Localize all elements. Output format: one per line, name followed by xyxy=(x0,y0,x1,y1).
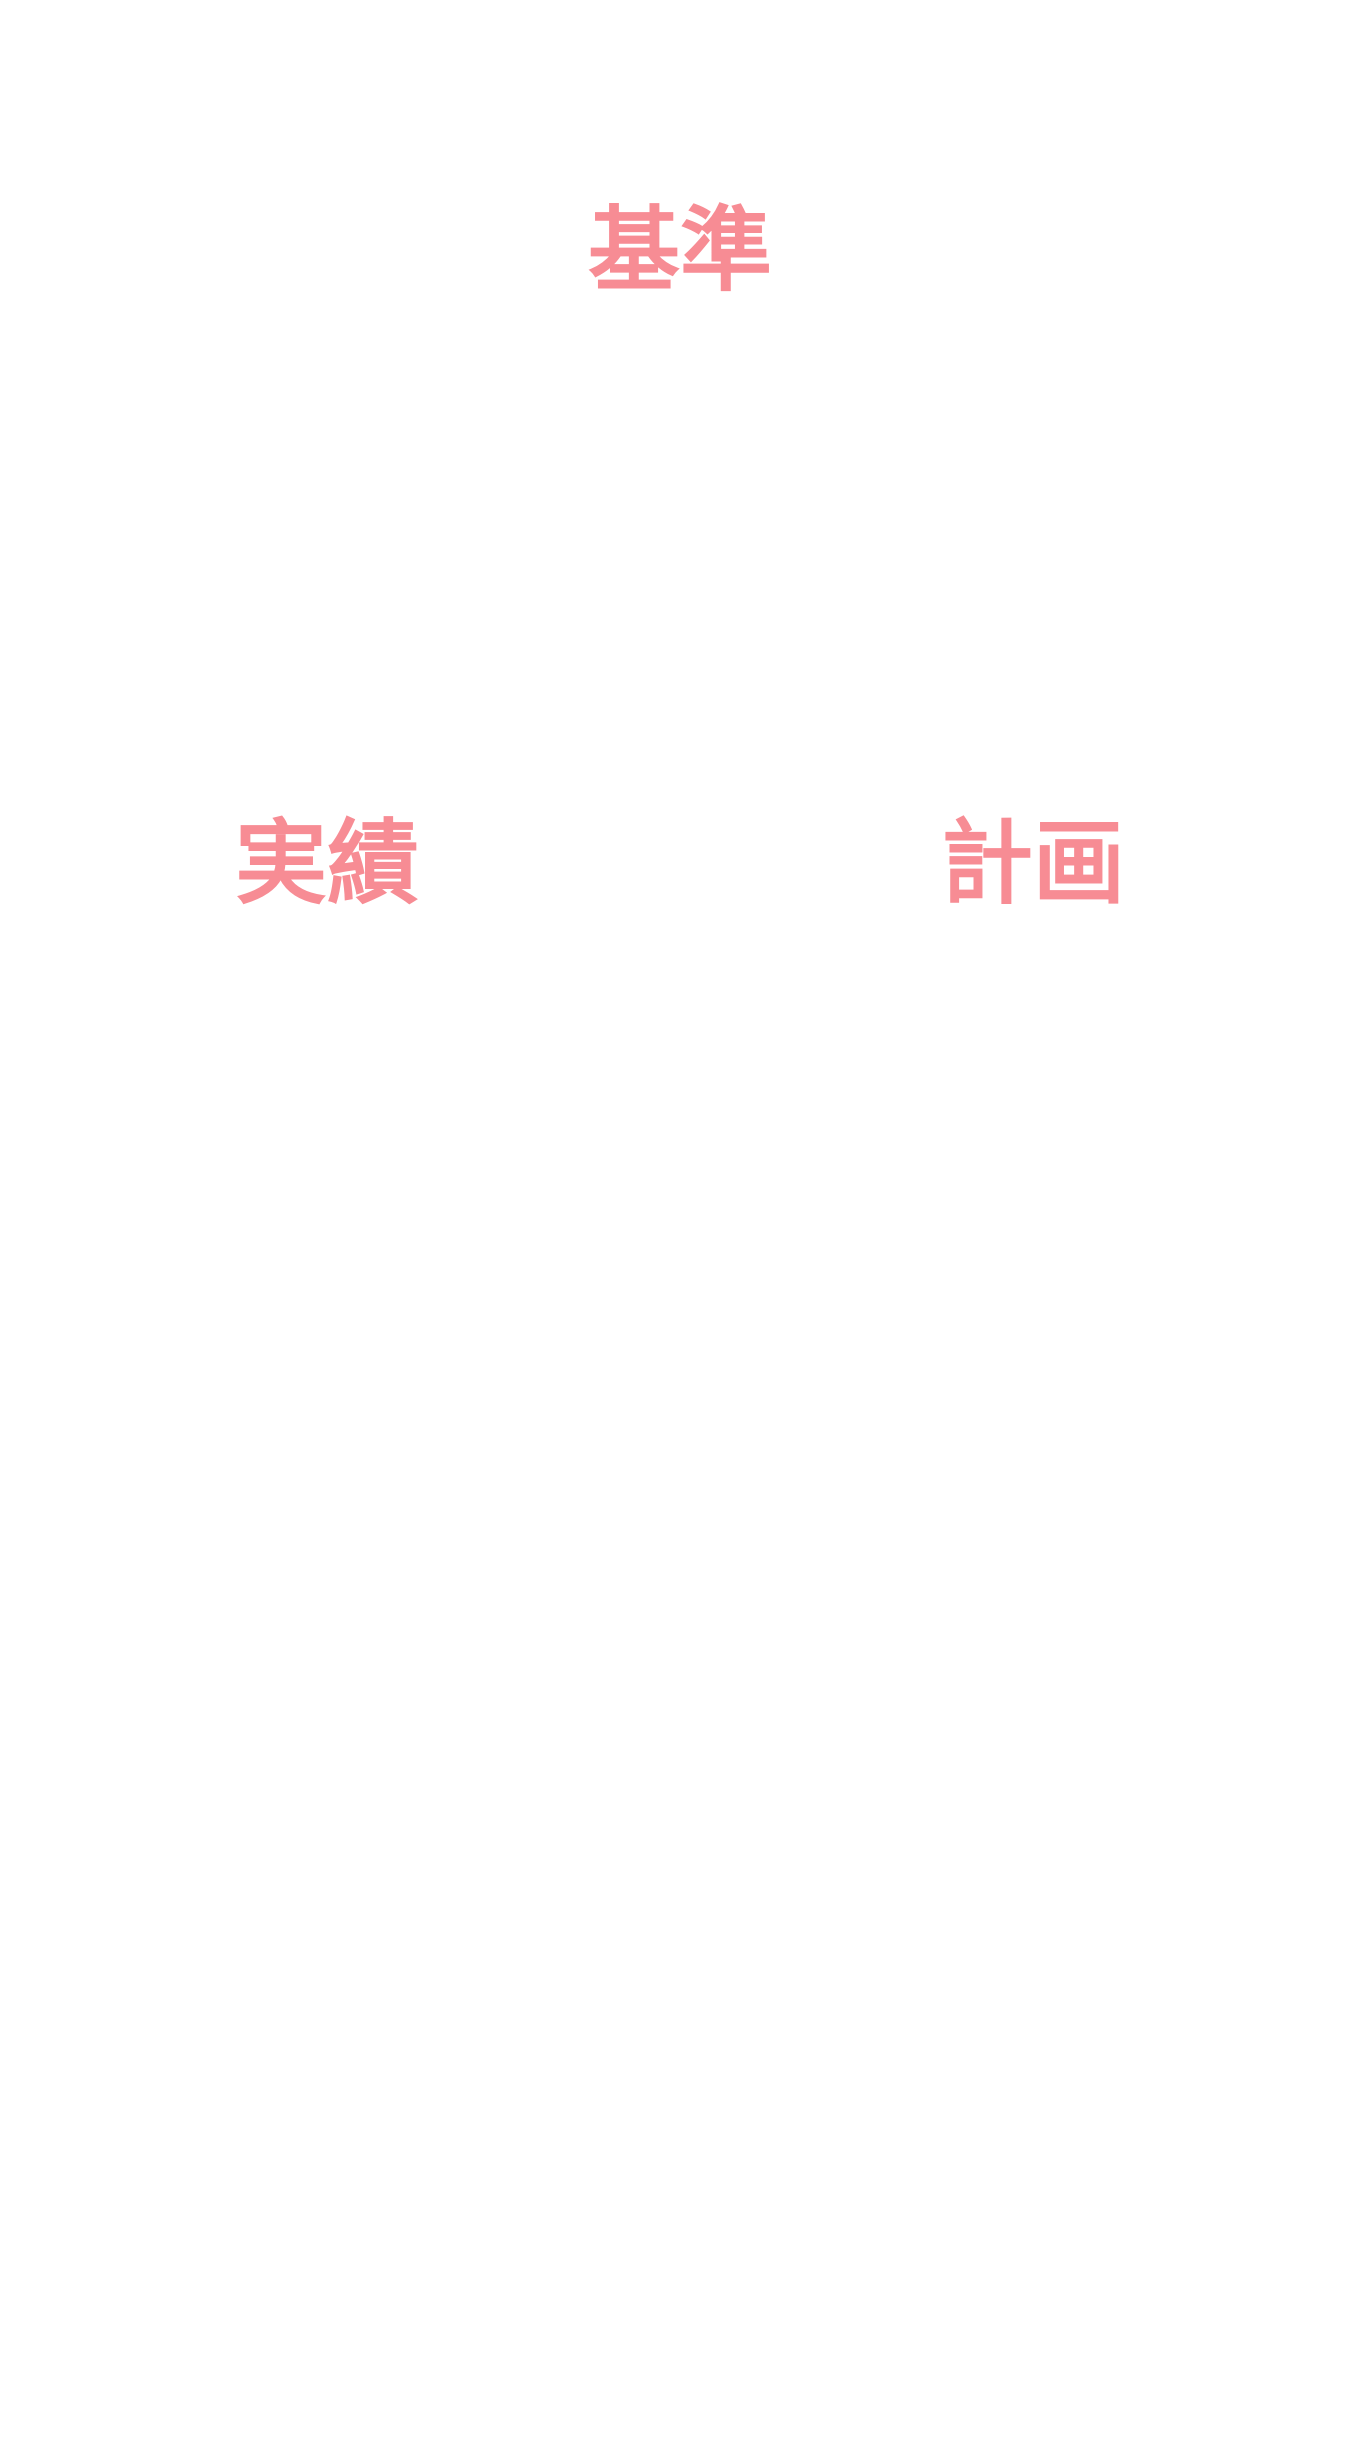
label-keikaku: 計画 xyxy=(940,810,1126,917)
label-jisseki: 実績 xyxy=(234,810,420,917)
label-kijun: 基準 xyxy=(587,197,773,304)
